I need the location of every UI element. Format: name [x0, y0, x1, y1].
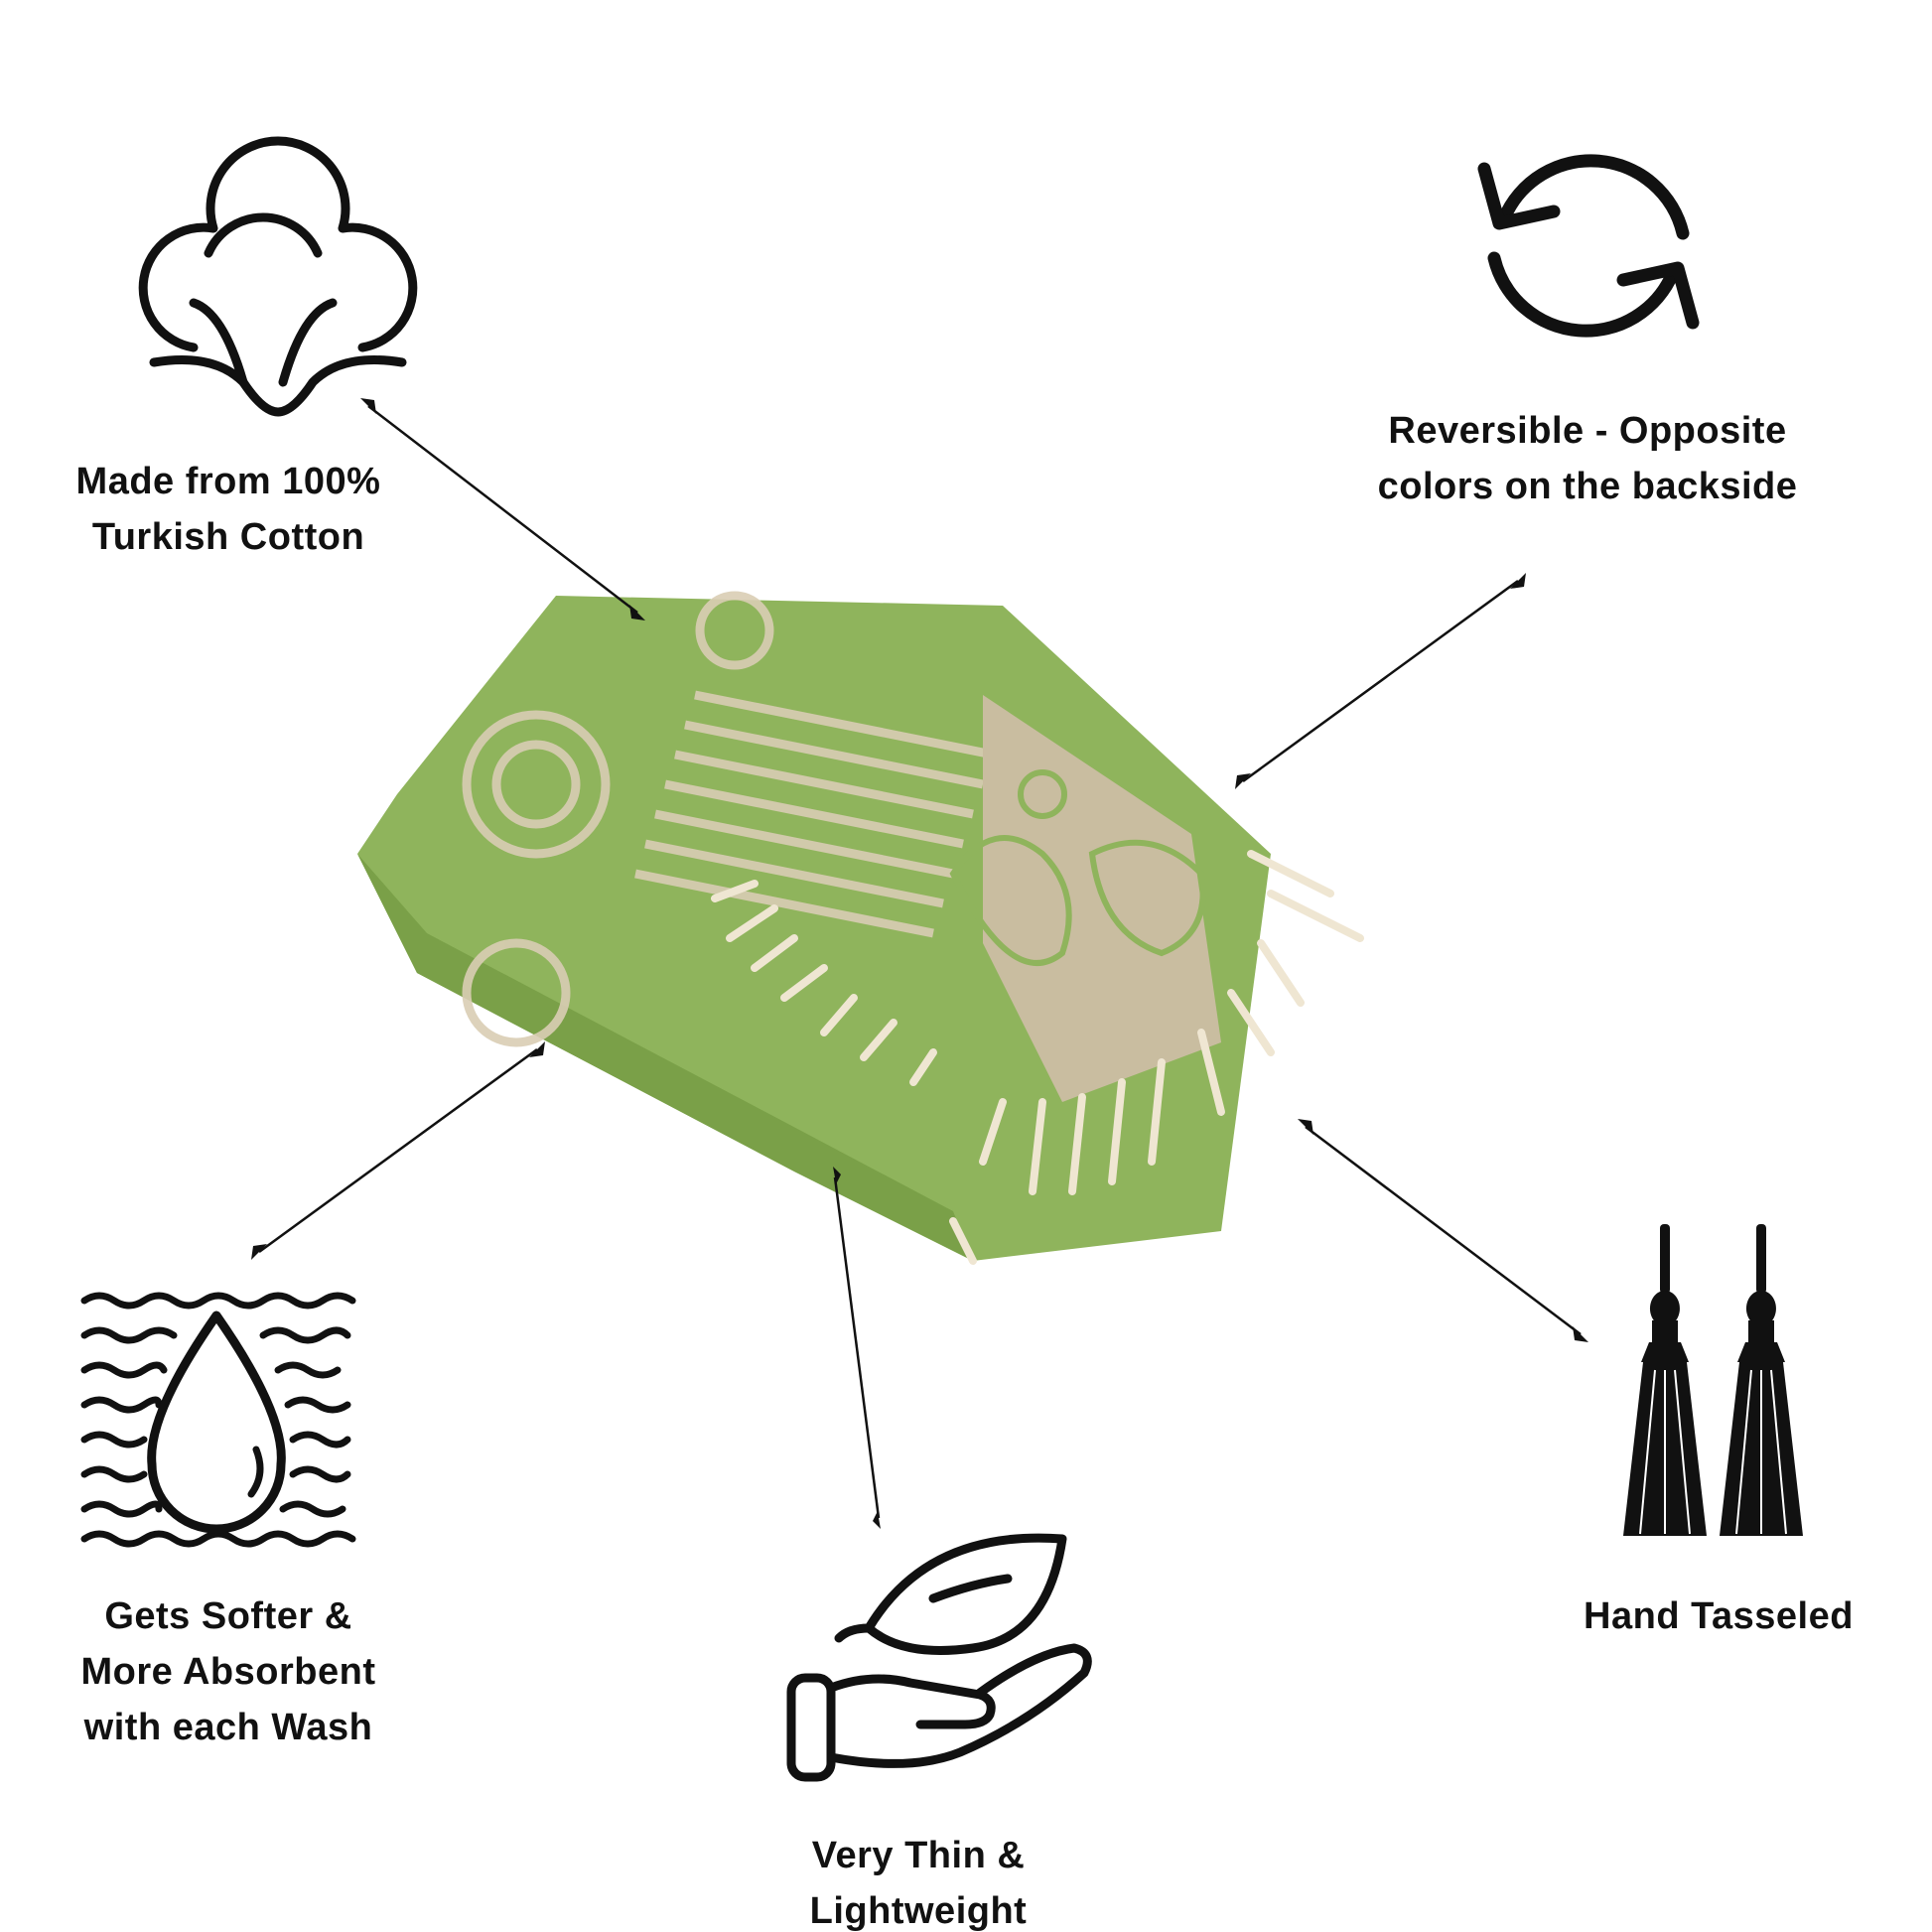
- feature-label-line: Reversible - Opposite: [1388, 410, 1786, 452]
- water-drop-waves-icon: [80, 1292, 356, 1548]
- cotton-flower-icon: [138, 136, 418, 417]
- feature-label-line: More Absorbent: [81, 1651, 376, 1693]
- feature-absorbent: Gets Softer & More Absorbent with each W…: [80, 1292, 376, 1748]
- feature-reversible: Reversible - Opposite colors on the back…: [1378, 154, 1798, 507]
- feature-label-line: Very Thin &: [812, 1835, 1026, 1876]
- feature-label-line: Turkish Cotton: [92, 516, 364, 558]
- tassels-icon: [1623, 1224, 1803, 1536]
- feature-label-line: Lightweight: [810, 1890, 1028, 1932]
- feature-label-line: colors on the backside: [1378, 466, 1798, 507]
- feather-hand-icon: [786, 1533, 1092, 1782]
- feature-label-line: with each Wash: [83, 1707, 373, 1748]
- feature-lightweight: Very Thin & Lightweight: [786, 1533, 1092, 1932]
- feature-label-line: Gets Softer &: [104, 1595, 351, 1637]
- feature-cotton: Made from 100% Turkish Cotton: [76, 136, 418, 558]
- turkish-towel-image: [357, 591, 1364, 1265]
- feature-label-line: Made from 100%: [76, 461, 381, 502]
- reverse-arrows-icon: [1477, 154, 1700, 338]
- towel-fringe: [711, 850, 1364, 1265]
- connector-arrows: [251, 398, 1588, 1529]
- feature-tasseled: Hand Tasseled: [1584, 1224, 1854, 1637]
- feature-label-line: Hand Tasseled: [1584, 1595, 1854, 1637]
